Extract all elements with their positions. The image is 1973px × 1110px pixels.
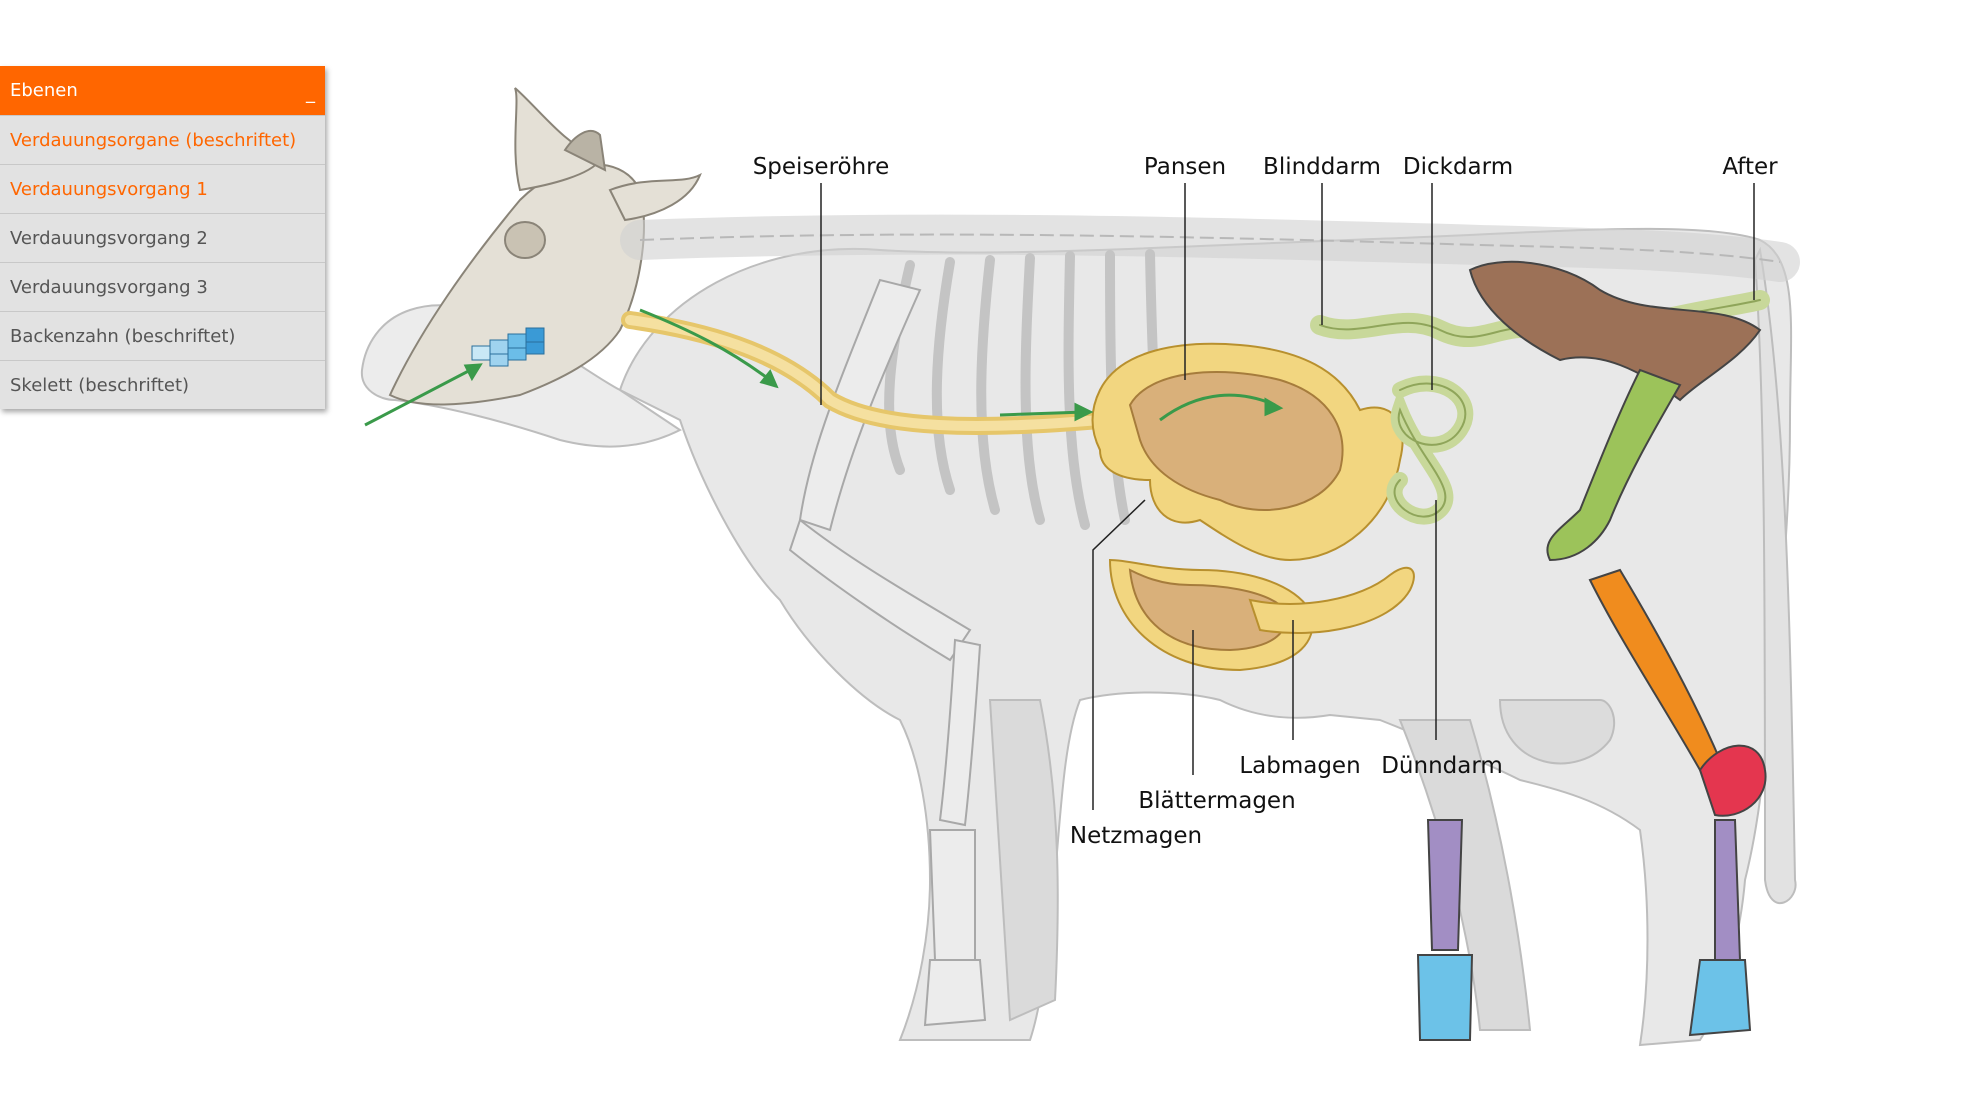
label-duenndarm: Dünndarm: [1381, 753, 1503, 779]
collapse-icon[interactable]: _: [306, 82, 315, 104]
label-speiseroehre: Speiseröhre: [753, 154, 890, 180]
label-labmagen: Labmagen: [1239, 753, 1360, 779]
metatarsus: [1714, 819, 1742, 961]
digestion-arrows: [364, 308, 1284, 427]
label-dickdarm: Dickdarm: [1403, 154, 1513, 180]
label-blinddarm: Blinddarm: [1263, 154, 1381, 180]
skull: [388, 87, 702, 406]
femur: [1546, 368, 1682, 562]
layer-item-backenzahn[interactable]: Backenzahn (beschriftet): [0, 311, 325, 360]
hind-leg-skeleton: [1416, 260, 1767, 1041]
layer-item-verdauungsvorgang-1[interactable]: Verdauungsvorgang 1: [0, 164, 325, 213]
label-netzmagen: Netzmagen: [1070, 823, 1202, 849]
layer-item-verdauungsvorgang-2[interactable]: Verdauungsvorgang 2: [0, 213, 325, 262]
phalanges-front: [1416, 954, 1474, 1041]
teeth: [471, 327, 545, 367]
pelvis: [1468, 260, 1762, 402]
label-after: After: [1722, 154, 1778, 180]
metatarsus-front: [1426, 819, 1464, 951]
esophagus: [621, 311, 1109, 435]
layer-panel-title: Ebenen: [10, 80, 78, 101]
layer-panel-header[interactable]: Ebenen _: [0, 66, 325, 115]
layer-item-verdauungsorgane[interactable]: Verdauungsorgane (beschriftet): [0, 115, 325, 164]
spine: [620, 214, 1800, 282]
label-leader-lines: [820, 183, 1755, 810]
label-pansen: Pansen: [1144, 154, 1226, 180]
layer-panel: Ebenen _ Verdauungsorgane (beschriftet) …: [0, 66, 325, 409]
layer-item-skelett[interactable]: Skelett (beschriftet): [0, 360, 325, 409]
layer-item-verdauungsvorgang-3[interactable]: Verdauungsvorgang 3: [0, 262, 325, 311]
phalanges: [1688, 959, 1752, 1037]
diagram-labels: Speiseröhre Pansen Blinddarm Dickdarm Af…: [753, 154, 1778, 849]
tarsus: [1698, 744, 1767, 817]
label-blaettermagen: Blättermagen: [1138, 788, 1295, 814]
